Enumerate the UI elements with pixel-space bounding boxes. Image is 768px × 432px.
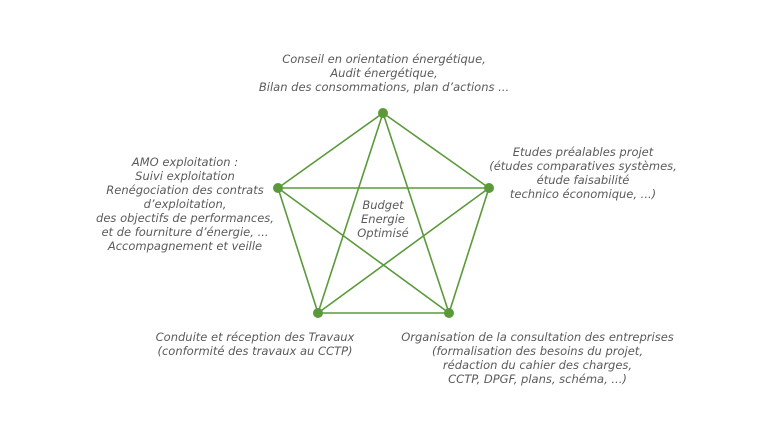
label-bottom-left-line: (conformité des travaux au CCTP) [157, 344, 353, 358]
label-left-line: Suivi exploitation [135, 169, 235, 183]
label-left-line: des objectifs de performances, [96, 211, 274, 225]
label-bottom-right-line: Organisation de la consultation des entr… [401, 330, 674, 344]
label-top-line: Audit énergétique, [330, 66, 438, 80]
label-left-line: Accompagnement et veille [107, 239, 263, 253]
label-right: Etudes préalables projet (études compara… [478, 145, 688, 201]
label-bottom-right-line: rédaction du cahier des charges, [442, 358, 633, 372]
label-bottom-left-line: Conduite et réception des Travaux [155, 330, 355, 344]
label-right-line: technico économique, ...) [509, 187, 657, 201]
edge-bottomleft-left [277, 187, 319, 314]
edge-top-right [382, 112, 490, 189]
node-right [484, 183, 494, 193]
node-bottom-left [313, 308, 323, 318]
nodes [273, 108, 494, 318]
label-top-line: Bilan des consommations, plan d’actions … [258, 80, 510, 94]
label-left: AMO exploitation : Suivi exploitation Re… [80, 155, 290, 253]
diagonal-top-bottomright [382, 112, 450, 314]
label-left-line: d’exploitation, [143, 197, 227, 211]
node-left [273, 183, 283, 193]
node-bottom-right [444, 308, 454, 318]
label-left-line: AMO exploitation : [131, 155, 239, 169]
diagonal-right-bottomleft [317, 187, 490, 314]
label-bottom-left: Conduite et réception des Travaux (confo… [140, 330, 370, 358]
label-bottom-right-line: (formalisation des besoins du projet, [432, 344, 643, 358]
label-bottom-right: Organisation de la consultation des entr… [385, 330, 690, 386]
label-right-line: étude faisabilité [536, 173, 630, 187]
edge-left-top [277, 112, 384, 189]
label-center-line: Budget [362, 198, 404, 212]
edge-right-bottomright [448, 187, 490, 314]
label-center: Budget Energie Optimisé [340, 198, 426, 240]
diagonal-top-bottomleft [317, 112, 384, 314]
label-bottom-right-line: CCTP, DPGF, plans, schéma, ...) [448, 372, 627, 386]
label-top: Conseil en orientation énergétique, Audi… [234, 52, 534, 94]
label-right-line: Etudes préalables projet [512, 145, 654, 159]
label-center-line: Energie [361, 212, 405, 226]
node-top [378, 108, 388, 118]
label-top-line: Conseil en orientation énergétique, [282, 52, 486, 66]
star-diagonals [277, 112, 490, 314]
pentagon-outline [277, 112, 490, 314]
diagonal-left-bottomright [277, 187, 450, 314]
label-left-line: et de fourniture d’énergie, ... [101, 225, 269, 239]
label-left-line: Renégociation des contrats [106, 183, 264, 197]
label-right-line: (études comparatives systèmes, [489, 159, 677, 173]
label-center-line: Optimisé [357, 226, 409, 240]
